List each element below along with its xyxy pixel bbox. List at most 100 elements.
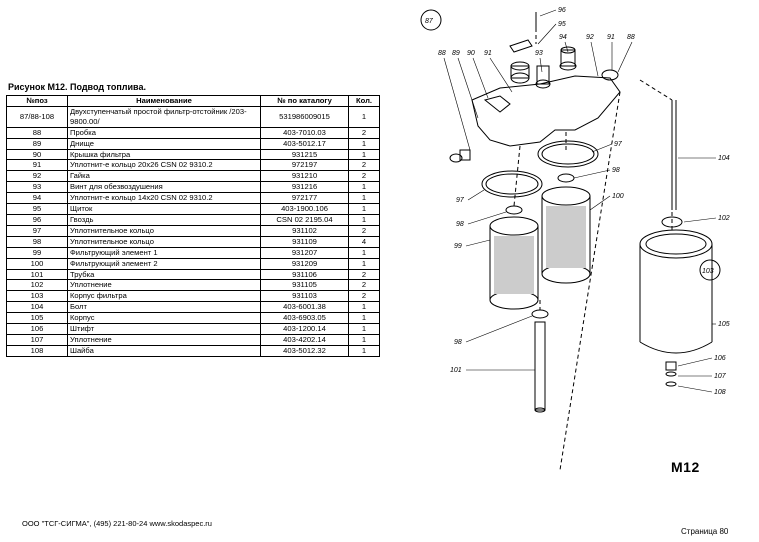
header-name: Наименование [67, 95, 261, 107]
table-header-row: №поз Наименование № по каталогу Кол. [6, 95, 380, 107]
cell-name: Болт [67, 301, 261, 314]
cell-pos: 93 [6, 181, 68, 194]
callout-107: 107 [714, 373, 727, 380]
cell-pos: 102 [6, 279, 68, 292]
cell-pos: 103 [6, 290, 68, 303]
cell-pos: 97 [6, 224, 68, 237]
o-ring-97-right [537, 140, 599, 168]
callout-92: 92 [586, 34, 594, 41]
filter-element-100 [541, 186, 591, 284]
cell-pos: 104 [6, 301, 68, 314]
cell-name: Трубка [67, 268, 261, 281]
callout-98: 98 [454, 339, 462, 346]
cell-name: Крышка фильтра [67, 148, 261, 161]
cell-name: Уплотнительное кольцо [67, 235, 261, 248]
cell-catalog: 931215 [260, 148, 349, 161]
cell-qty: 4 [348, 235, 380, 248]
cell-catalog: CSN 02 2195.04 [260, 213, 349, 226]
cell-qty: 2 [348, 170, 380, 183]
callout-93: 93 [535, 50, 543, 57]
header-pos: №поз [6, 95, 68, 107]
callout-103: 103 [702, 268, 714, 275]
cell-pos: 88 [6, 126, 68, 139]
callout-101: 101 [450, 367, 462, 374]
page-number: Страница 80 [681, 527, 729, 536]
drawing-code: M12 [671, 459, 700, 475]
cell-qty: 2 [348, 224, 380, 237]
tube-101 [534, 321, 546, 411]
cell-qty: 2 [348, 290, 380, 303]
cell-qty: 1 [348, 213, 380, 226]
callout-97: 97 [614, 141, 623, 148]
callout-97: 97 [456, 197, 465, 204]
cell-pos: 95 [6, 203, 68, 215]
cell-pos: 90 [6, 148, 68, 161]
callout-88: 88 [438, 50, 446, 57]
cell-name: Уплотнительное кольцо [67, 224, 261, 237]
cell-pos: 100 [6, 257, 68, 270]
cell-pos: 99 [6, 246, 68, 259]
callout-106: 106 [714, 355, 726, 362]
cell-catalog: 931102 [260, 224, 349, 237]
callout-104: 104 [718, 155, 730, 162]
cell-catalog: 403-6903.05 [260, 312, 349, 325]
cell-catalog: 931216 [260, 181, 349, 194]
cell-qty: 1 [348, 192, 380, 205]
callout-98: 98 [456, 221, 464, 228]
cell-catalog: 403-6001.38 [260, 301, 349, 314]
cell-catalog: 931210 [260, 170, 349, 183]
cell-name: Корпус [67, 312, 261, 325]
callout-89: 89 [452, 50, 460, 57]
cell-name: Шайба [67, 344, 261, 357]
callout-88: 88 [627, 34, 635, 41]
cell-pos: 101 [6, 268, 68, 281]
cell-qty: 1 [348, 257, 380, 270]
cell-pos: 108 [6, 344, 68, 357]
cell-catalog: 972197 [260, 159, 349, 172]
parts-table: №поз Наименование № по каталогу Кол. 87/… [6, 95, 380, 357]
cell-catalog: 403-4202.14 [260, 333, 349, 346]
cell-pos: 98 [6, 235, 68, 248]
cell-name: Уплотнит-е кольцо 14x20 CSN 02 9310.2 [67, 192, 261, 205]
cell-pos: 87/88-108 [6, 105, 68, 128]
footer-company: ООО "ТСГ-СИГМА", (495) 221-80-24 www.sko… [22, 519, 212, 528]
cell-qty: 1 [348, 246, 380, 259]
cell-pos: 89 [6, 137, 68, 150]
callout-94: 94 [559, 34, 567, 41]
cell-pos: 96 [6, 213, 68, 226]
callout-circle-103 [699, 259, 721, 281]
cell-qty: 1 [348, 137, 380, 150]
callout-105: 105 [718, 321, 730, 328]
housing-105 [639, 229, 713, 354]
cell-qty: 2 [348, 159, 380, 172]
cell-pos: 105 [6, 312, 68, 325]
cell-pos: 107 [6, 333, 68, 346]
callout-90: 90 [467, 50, 475, 57]
cell-catalog: 403-7010.03 [260, 126, 349, 139]
callout-102: 102 [718, 215, 730, 222]
callout-91: 91 [484, 50, 492, 57]
cell-pos: 92 [6, 170, 68, 183]
cell-qty: 1 [348, 323, 380, 335]
cell-name: Щиток [67, 203, 261, 215]
filter-head [471, 75, 621, 147]
callout-98: 98 [612, 167, 620, 174]
